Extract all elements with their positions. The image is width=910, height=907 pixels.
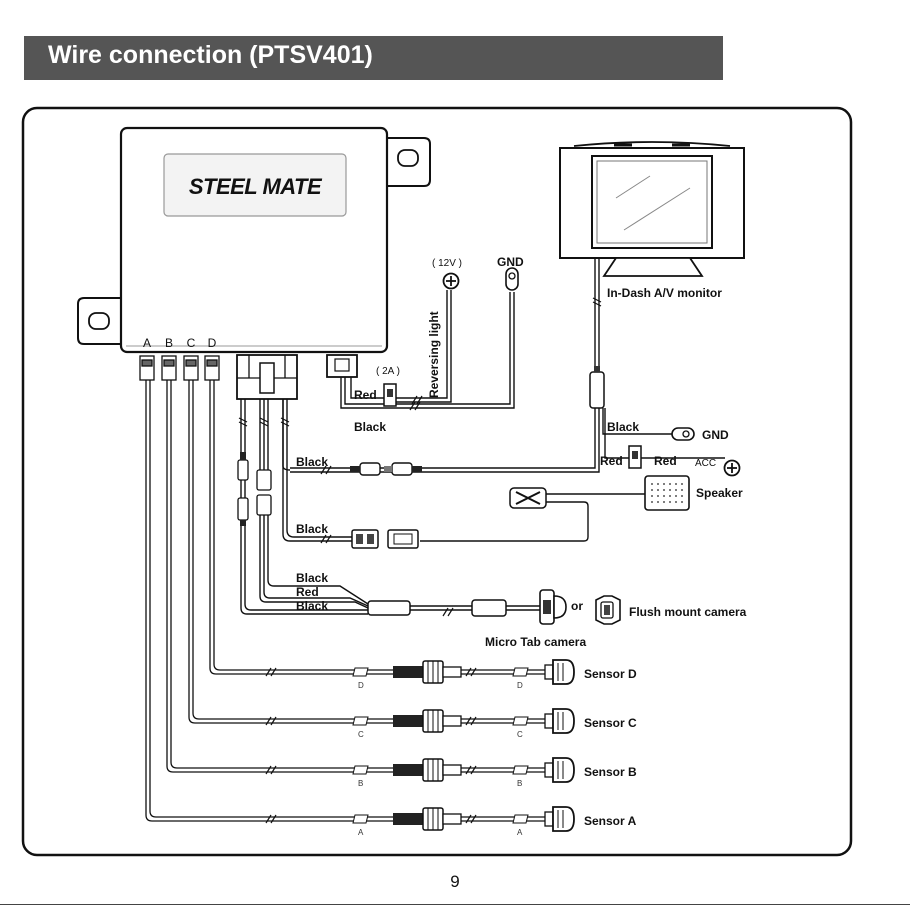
speaker-label: Speaker: [696, 486, 743, 500]
sensor-port-plugs: [140, 356, 219, 380]
power-black-label: Black: [354, 420, 386, 434]
page-number: 9: [0, 872, 910, 892]
flush-mount-camera-label: Flush mount camera: [629, 605, 747, 619]
port-label-a: A: [143, 336, 151, 350]
monitor: [560, 142, 744, 276]
harness-black-2-label: Black: [296, 522, 328, 536]
monitor-label: In-Dash A/V monitor: [607, 286, 722, 300]
micro-tab-camera-icon: [540, 590, 566, 624]
camera-black-1-label: Black: [296, 571, 328, 585]
acc-label: ACC: [695, 458, 716, 469]
sensor-d-tag-left: D: [358, 681, 364, 690]
sensor-d-tag-right: D: [517, 681, 523, 690]
brand-logo: STEEL MATE: [189, 174, 323, 199]
reversing-light-label: Reversing light: [427, 311, 441, 398]
power-connector: [327, 355, 357, 377]
two-pin-plugs: [352, 530, 418, 548]
monitor-red-left-label: Red: [600, 454, 623, 468]
camera-splitter: [368, 601, 410, 615]
port-label-c: C: [187, 336, 196, 350]
camera-red-label: Red: [296, 585, 319, 599]
voltage-label: ( 12V ): [432, 258, 462, 269]
bottom-rule: [0, 904, 910, 905]
sensor-a-label: Sensor A: [584, 814, 637, 828]
monitor-plug: [590, 372, 604, 408]
sensor-d-label: Sensor D: [584, 667, 637, 681]
harness-black-1-label: Black: [296, 455, 328, 469]
harness-connector: [237, 355, 297, 399]
rca-plugs: [238, 452, 271, 526]
sensor-b-label: Sensor B: [584, 765, 637, 779]
sensor-c-label: Sensor C: [584, 716, 637, 730]
or-label: or: [571, 599, 583, 613]
speaker: [645, 476, 689, 510]
port-label-b: B: [165, 336, 173, 350]
fuse-label: ( 2A ): [376, 366, 400, 377]
sensor-b-tag-left: B: [358, 779, 363, 788]
sensor-c-tag-left: C: [358, 730, 364, 739]
micro-tab-camera-label: Micro Tab camera: [485, 635, 586, 649]
power-red-label: Red: [354, 388, 377, 402]
ground-ring-right-icon: [672, 428, 694, 440]
camera-cable-sleeve: [472, 600, 506, 616]
port-label-d: D: [208, 336, 217, 350]
flush-mount-camera-icon: [596, 596, 620, 624]
video-rca-connector: [350, 463, 422, 475]
control-unit: STEEL MATE: [78, 128, 430, 352]
sensor-c-tag-right: C: [517, 730, 523, 739]
monitor-black-label: Black: [607, 420, 639, 434]
sensor-b-tag-right: B: [517, 779, 522, 788]
speaker-splitter: [510, 488, 546, 508]
sensor-a-tag-left: A: [358, 828, 364, 837]
ground-ring-top-icon: [506, 268, 518, 290]
camera-black-2-label: Black: [296, 599, 328, 613]
monitor-gnd-label: GND: [702, 428, 729, 442]
monitor-red-right-label: Red: [654, 454, 677, 468]
sensor-connectors: [266, 660, 574, 831]
sensor-a-tag-right: A: [517, 828, 523, 837]
gnd-top-label: GND: [497, 255, 524, 269]
